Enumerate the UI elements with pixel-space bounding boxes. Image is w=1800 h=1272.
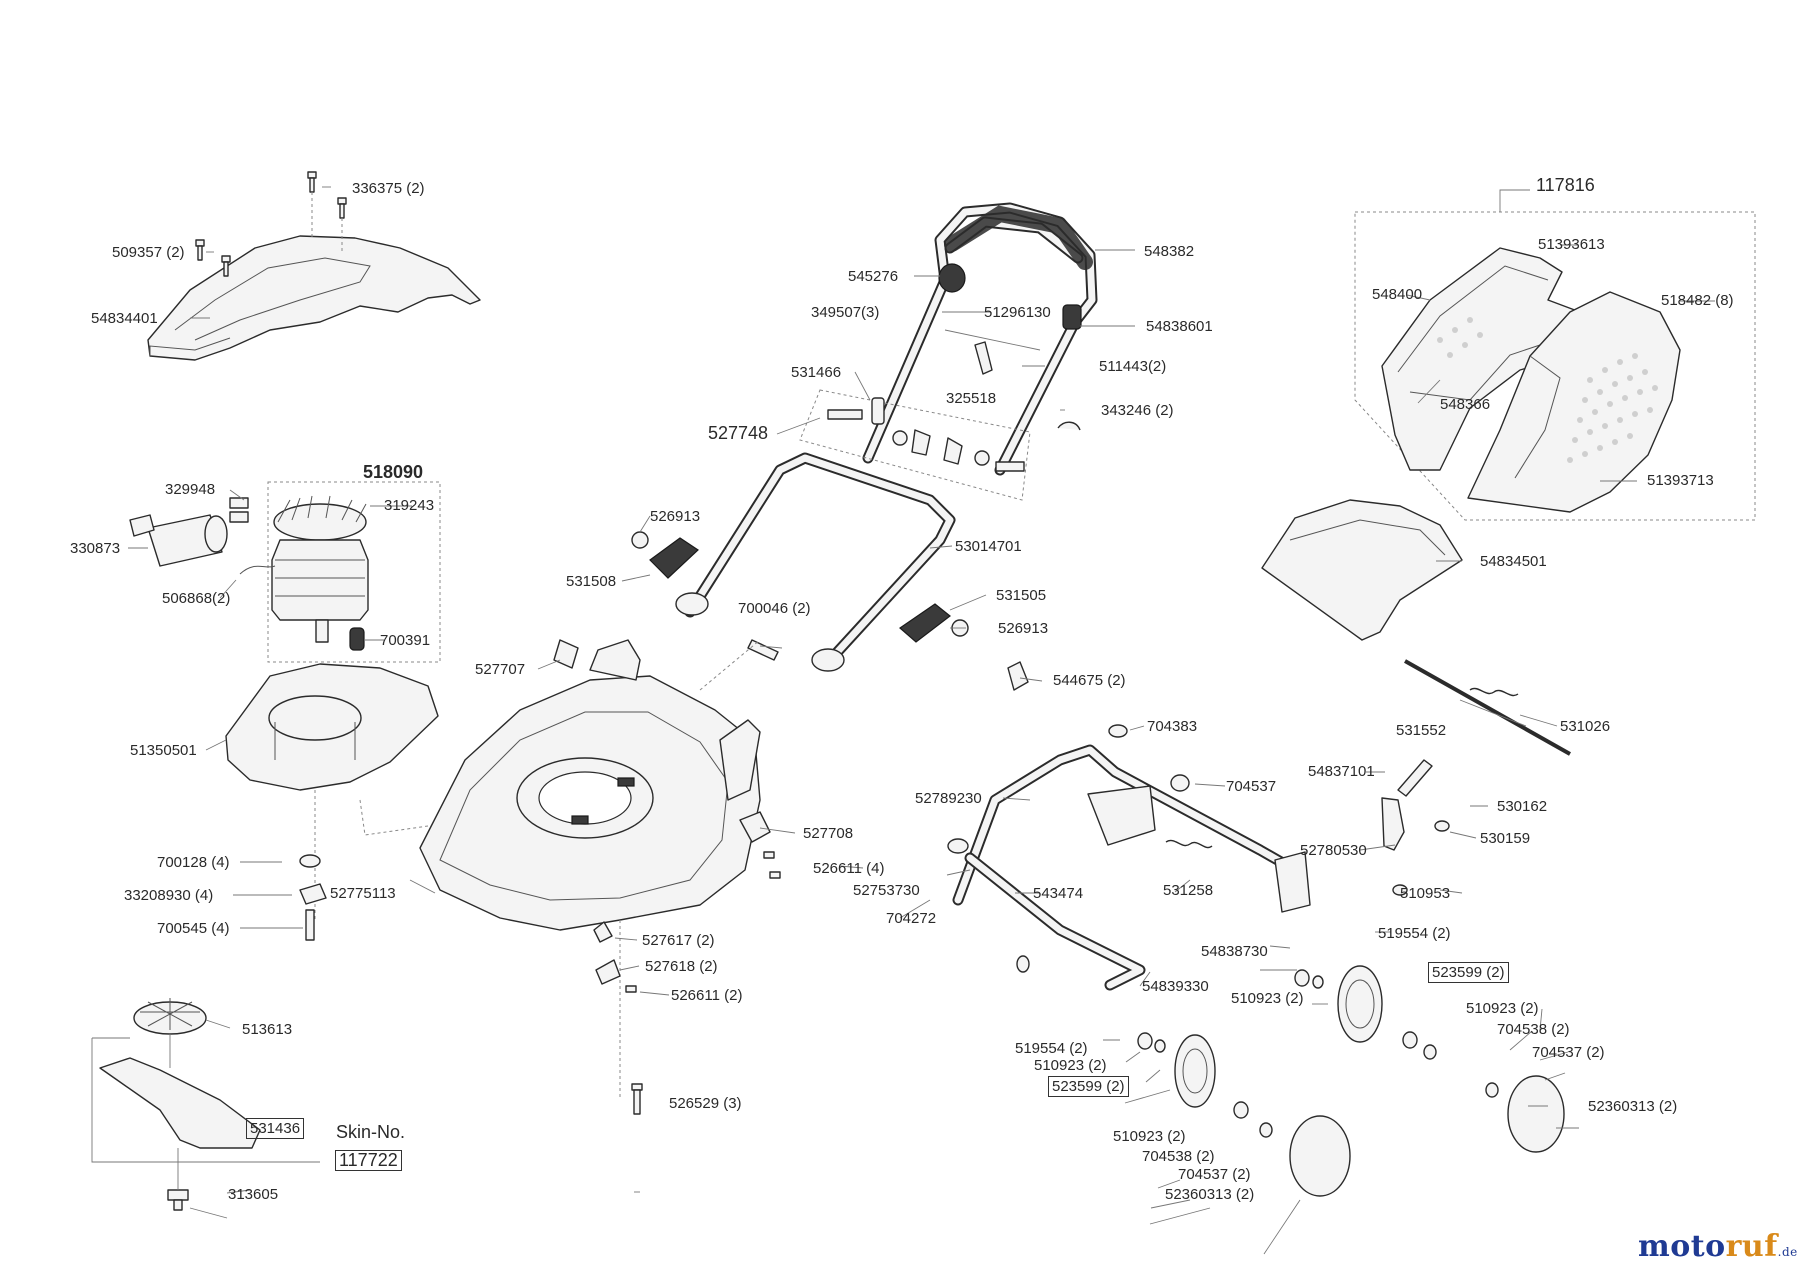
part-label: 511443(2) <box>1099 358 1167 375</box>
part-label-boxed: 531436 <box>246 1118 305 1139</box>
part-label: 52753730 <box>853 882 920 899</box>
part-label: 700046 (2) <box>738 600 811 617</box>
part-label: 52360313 (2) <box>1588 1098 1678 1115</box>
part-label: 704537 (2) <box>1178 1166 1251 1183</box>
part-label: 510923 (2) <box>1231 990 1304 1007</box>
part-label: 51393613 <box>1538 236 1605 253</box>
part-label: 510923 (2) <box>1466 1000 1539 1017</box>
part-label: 526913 <box>998 620 1049 637</box>
part-label: 325518 <box>946 390 997 407</box>
part-label: 519554 (2) <box>1015 1040 1088 1057</box>
watermark-logo: motoruf.de <box>1638 1229 1798 1264</box>
group-label-handle-fittings: 527748 <box>708 423 769 443</box>
part-label: 704537 <box>1226 778 1277 795</box>
part-label-boxed: 523599 (2) <box>1048 1076 1129 1097</box>
part-label: 54838601 <box>1146 318 1213 335</box>
part-label: 526611 (4) <box>813 860 885 877</box>
part-label: 531508 <box>566 573 617 590</box>
brand-tld: .de <box>1777 1245 1798 1259</box>
part-label: 548366 <box>1440 396 1491 413</box>
part-label: 527618 (2) <box>645 958 718 975</box>
part-label: 54837101 <box>1308 763 1375 780</box>
part-label: 330873 <box>70 540 121 557</box>
part-label: 53014701 <box>955 538 1022 555</box>
group-label-motor-assembly: 518090 <box>363 462 424 482</box>
part-label: 548382 <box>1144 243 1195 260</box>
part-label: 513613 <box>242 1021 293 1038</box>
part-label: 54834401 <box>91 310 158 327</box>
part-label: 704383 <box>1147 718 1198 735</box>
part-label: 52789230 <box>915 790 982 807</box>
part-label: 526529 (3) <box>669 1095 742 1112</box>
part-label: 510923 (2) <box>1113 1128 1186 1145</box>
part-label: 313605 <box>228 1186 279 1203</box>
part-label: 52780530 <box>1300 842 1367 859</box>
part-label: 51350501 <box>130 742 197 759</box>
part-label: 54838730 <box>1201 943 1268 960</box>
part-label: 518482 (8) <box>1661 292 1734 309</box>
part-label: 52775113 <box>330 885 396 902</box>
part-label: 530159 <box>1480 830 1531 847</box>
part-label: 531505 <box>996 587 1047 604</box>
part-label: 343246 (2) <box>1101 402 1174 419</box>
part-label: 531026 <box>1560 718 1611 735</box>
part-label: 54839330 <box>1142 978 1209 995</box>
part-label: 700391 <box>380 632 431 649</box>
part-label: 527708 <box>803 825 854 842</box>
part-label: 51393713 <box>1647 472 1714 489</box>
part-label: 531258 <box>1163 882 1214 899</box>
skin-number-value: 117722 <box>335 1150 402 1171</box>
part-label: 531466 <box>791 364 842 381</box>
part-label: 319243 <box>384 497 435 514</box>
part-label: 336375 (2) <box>352 180 425 197</box>
part-label: 530162 <box>1497 798 1548 815</box>
part-label: 510953 <box>1400 885 1451 902</box>
part-label: 506868(2) <box>162 590 231 607</box>
part-label: 527617 (2) <box>642 932 715 949</box>
part-label: 51296130 <box>984 304 1051 321</box>
part-label: 531552 <box>1396 722 1447 739</box>
part-label: 329948 <box>165 481 216 498</box>
part-label: 700545 (4) <box>157 920 230 937</box>
part-label: 704538 (2) <box>1142 1148 1215 1165</box>
part-label: 526913 <box>650 508 701 525</box>
part-label-boxed: 523599 (2) <box>1428 962 1509 983</box>
skin-number-label: Skin-No. <box>336 1122 406 1142</box>
part-label: 54834501 <box>1480 553 1547 570</box>
part-label: 544675 (2) <box>1053 672 1126 689</box>
part-label: 704537 (2) <box>1532 1044 1605 1061</box>
part-label: 545276 <box>848 268 899 285</box>
part-label: 349507(3) <box>811 304 880 321</box>
part-label: 519554 (2) <box>1378 925 1451 942</box>
brand-accent: ruf <box>1725 1229 1778 1264</box>
part-label: 704272 <box>886 910 937 927</box>
part-label: 548400 <box>1372 286 1423 303</box>
part-label: 543474 <box>1033 885 1084 902</box>
part-label: 510923 (2) <box>1034 1057 1107 1074</box>
part-label: 52360313 (2) <box>1165 1186 1255 1203</box>
part-label: 527707 <box>475 661 526 678</box>
part-label: 526611 (2) <box>671 987 743 1004</box>
part-label: 33208930 (4) <box>124 887 214 904</box>
brand-main: moto <box>1638 1229 1726 1264</box>
part-label: 700128 (4) <box>157 854 230 871</box>
part-label: 704538 (2) <box>1497 1021 1570 1038</box>
part-label: 509357 (2) <box>112 244 185 261</box>
group-label-grass-box: 117816 <box>1536 175 1595 195</box>
